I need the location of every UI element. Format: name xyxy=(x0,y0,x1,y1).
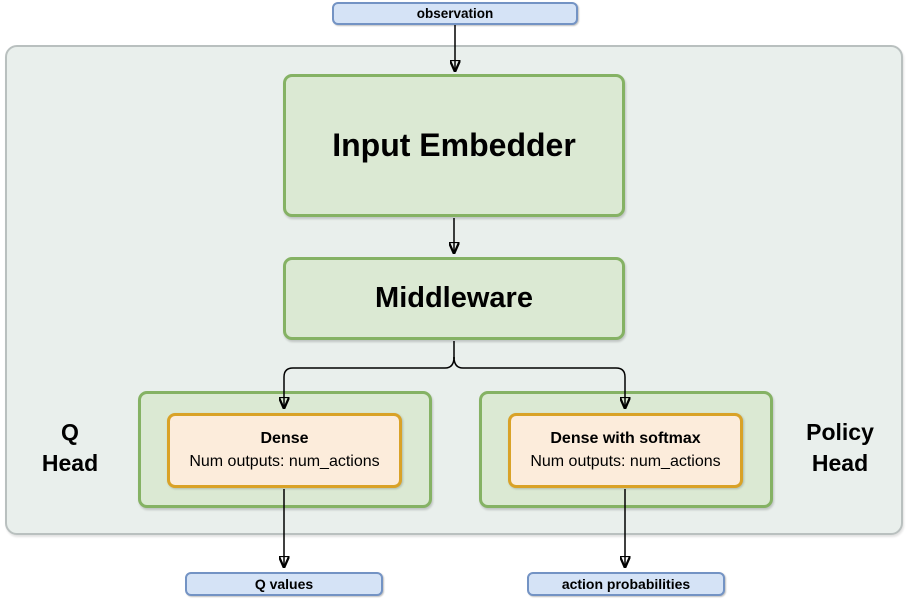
q-values-label: Q values xyxy=(254,576,314,592)
q-head-dense-subtitle: Num outputs: num_actions xyxy=(189,453,380,470)
observation-node: observation xyxy=(332,2,578,25)
policy-head-dense-title: Dense with softmax xyxy=(550,430,701,448)
policy-head-label: Policy Head xyxy=(786,417,894,479)
input-embedder-node: Input Embedder xyxy=(283,74,625,217)
q-head-label-line2: Head xyxy=(41,450,99,476)
action-probabilities-node: action probabilities xyxy=(527,572,725,596)
policy-head-label-line2: Head xyxy=(811,450,869,476)
action-probabilities-label: action probabilities xyxy=(561,576,691,592)
policy-head-dense-node: Dense with softmax Num outputs: num_acti… xyxy=(508,413,743,488)
policy-head-label-line1: Policy xyxy=(806,419,874,445)
q-head-label: Q Head xyxy=(20,417,120,479)
q-head-label-line1: Q xyxy=(61,419,79,445)
q-head-dense-node: Dense Num outputs: num_actions xyxy=(167,413,402,488)
observation-label: observation xyxy=(416,6,494,21)
q-values-node: Q values xyxy=(185,572,383,596)
input-embedder-label: Input Embedder xyxy=(332,127,576,163)
middleware-node: Middleware xyxy=(283,257,625,340)
middleware-label: Middleware xyxy=(375,282,533,314)
q-head-dense-title: Dense xyxy=(260,430,309,448)
policy-head-dense-subtitle: Num outputs: num_actions xyxy=(530,453,721,470)
